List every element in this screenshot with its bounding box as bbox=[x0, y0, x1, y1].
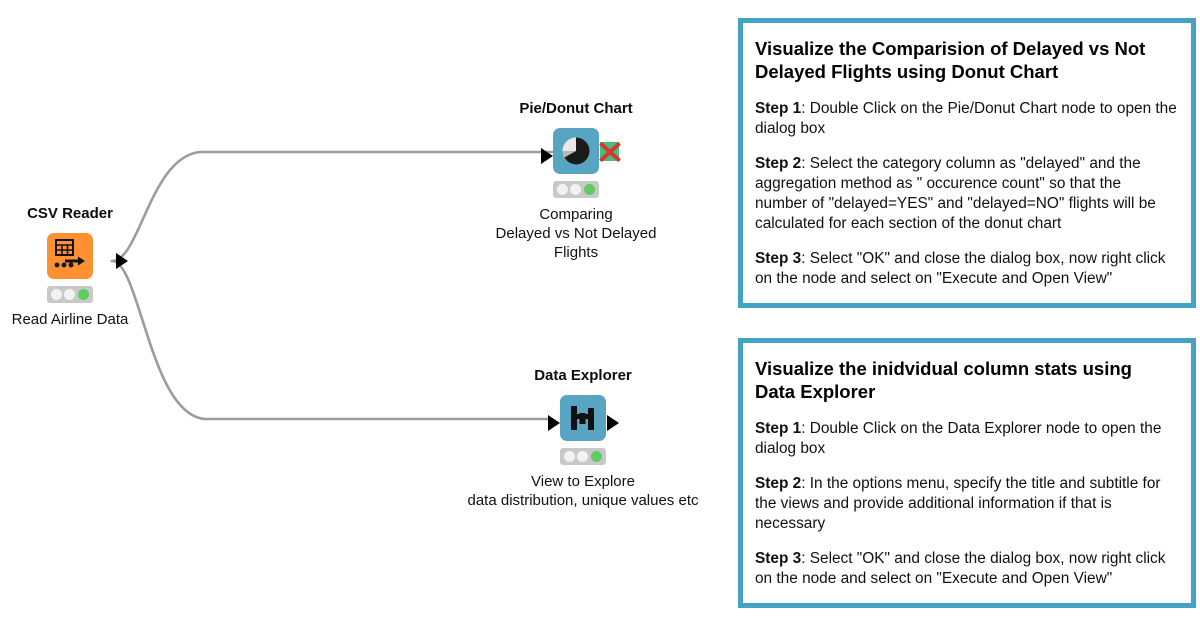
status-light-queued bbox=[64, 289, 76, 300]
annotation-step-text: Select "OK" and close the dialog box, no… bbox=[755, 250, 1166, 287]
status-light-executed bbox=[590, 451, 602, 462]
node-data-explorer-subtitle: View to Explore data distribution, uniqu… bbox=[467, 473, 699, 509]
status-light-executed bbox=[77, 289, 89, 300]
node-data-explorer-input-port[interactable] bbox=[548, 415, 560, 431]
node-pie-donut-chart-input-port[interactable] bbox=[541, 148, 553, 164]
node-data-explorer-status bbox=[560, 448, 606, 465]
annotation-step: Step 2: In the options menu, specify the… bbox=[755, 474, 1177, 534]
node-csv-reader-status bbox=[47, 286, 93, 303]
connector-csv-to-explorer bbox=[110, 259, 554, 421]
annotation-step-label: Step 2 bbox=[755, 475, 802, 492]
status-light-queued bbox=[570, 184, 582, 195]
node-data-explorer-body[interactable] bbox=[560, 395, 606, 441]
node-csv-reader-output-port[interactable] bbox=[116, 253, 128, 269]
annotation-step-text: Double Click on the Data Explorer node t… bbox=[755, 420, 1162, 457]
annotation-step-text: Select the category column as "delayed" … bbox=[755, 155, 1156, 232]
annotation-step-separator: : bbox=[801, 475, 810, 492]
annotation-step: Step 1: Double Click on the Pie/Donut Ch… bbox=[755, 99, 1177, 139]
status-light-executed bbox=[583, 184, 595, 195]
annotation-step: Step 3: Select "OK" and close the dialog… bbox=[755, 549, 1177, 589]
node-pie-donut-chart-subtitle: Comparing Delayed vs Not Delayed Flights bbox=[495, 206, 657, 261]
annotation-step-label: Step 1 bbox=[755, 420, 802, 437]
annotation-step: Step 2: Select the category column as "d… bbox=[755, 154, 1177, 234]
node-pie-donut-chart-image-output-port[interactable] bbox=[600, 142, 619, 161]
annotation-donut-chart: Visualize the Comparision of Delayed vs … bbox=[738, 18, 1196, 308]
annotation-step-separator: : bbox=[801, 155, 810, 172]
annotation-step-label: Step 3 bbox=[755, 550, 802, 567]
node-csv-reader-subtitle: Read Airline Data bbox=[11, 311, 129, 328]
table-grid-arrow-icon bbox=[54, 239, 85, 268]
status-light-idle bbox=[51, 289, 63, 300]
annotation-step-separator: : bbox=[801, 550, 810, 567]
status-light-queued bbox=[577, 451, 589, 462]
annotation-step-label: Step 3 bbox=[755, 250, 802, 267]
annotation-step-text: Select "OK" and close the dialog box, no… bbox=[755, 550, 1166, 587]
node-data-explorer-output-port[interactable] bbox=[607, 415, 619, 431]
annotation-donut-chart-title: Visualize the Comparision of Delayed vs … bbox=[755, 38, 1146, 82]
node-csv-reader-title: CSV Reader bbox=[27, 205, 113, 222]
node-pie-donut-chart-title: Pie/Donut Chart bbox=[519, 100, 633, 117]
annotation-step-separator: : bbox=[801, 100, 810, 117]
histogram-icon bbox=[571, 406, 594, 430]
status-light-idle bbox=[564, 451, 576, 462]
annotation-step-separator: : bbox=[801, 420, 810, 437]
annotation-data-explorer-title: Visualize the inidvidual column stats us… bbox=[755, 358, 1132, 402]
node-pie-donut-chart-status bbox=[553, 181, 599, 198]
annotation-step-label: Step 2 bbox=[755, 155, 802, 172]
annotation-step: Step 1: Double Click on the Data Explore… bbox=[755, 419, 1177, 459]
status-light-idle bbox=[557, 184, 569, 195]
pie-chart-icon bbox=[562, 137, 590, 165]
node-data-explorer-title: Data Explorer bbox=[534, 367, 632, 384]
annotation-data-explorer: Visualize the inidvidual column stats us… bbox=[738, 338, 1196, 608]
node-pie-donut-chart-body[interactable] bbox=[553, 128, 599, 174]
annotation-step-separator: : bbox=[801, 250, 810, 267]
annotation-step-label: Step 1 bbox=[755, 100, 802, 117]
annotation-step-text: Double Click on the Pie/Donut Chart node… bbox=[755, 100, 1177, 137]
annotation-step: Step 3: Select "OK" and close the dialog… bbox=[755, 249, 1177, 289]
node-csv-reader-body[interactable] bbox=[47, 233, 93, 279]
annotation-step-text: In the options menu, specify the title a… bbox=[755, 475, 1161, 532]
